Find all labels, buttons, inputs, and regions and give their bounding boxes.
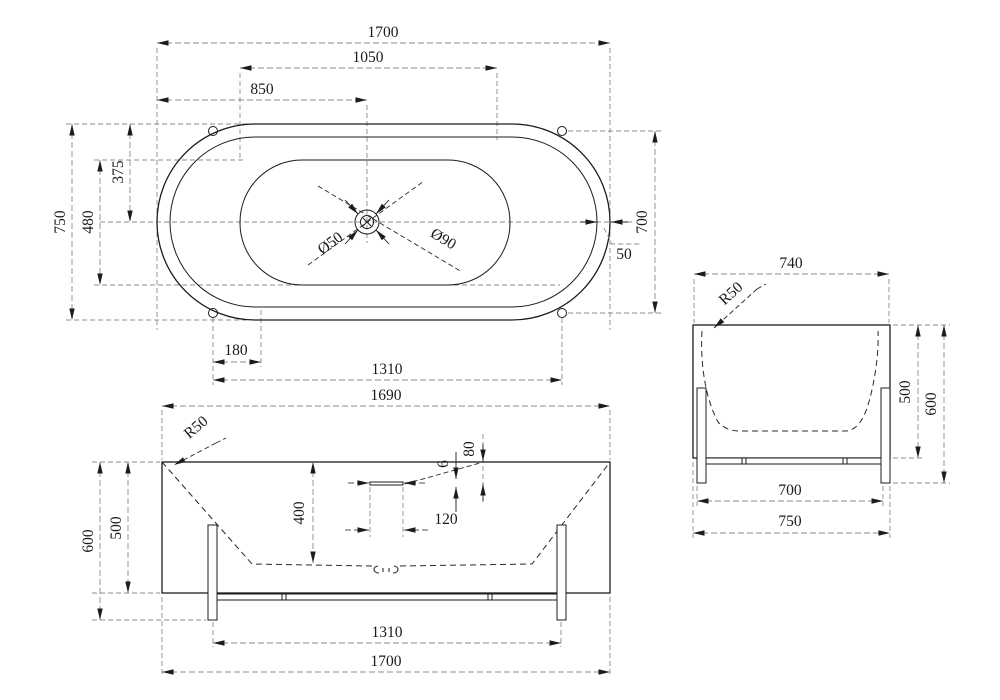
side-base-rail [705, 457, 882, 465]
dim-rim-width: 50 [616, 246, 632, 263]
overflow-slot [369, 481, 404, 486]
dim-side-corner-radius: R50 [716, 279, 747, 309]
dim-side-body-height: 500 [897, 380, 914, 404]
dim-front-corner-radius: R50 [181, 413, 212, 443]
drain-plan [307, 180, 463, 273]
tub-front-profile [161, 461, 611, 621]
top-view: 1700 1050 850 750 480 375 700 50 Ø50 Ø90… [52, 24, 662, 385]
dim-front-body-height: 500 [108, 516, 125, 540]
dim-overflow-from-top: 80 [461, 441, 478, 457]
dim-front-top-length: 1690 [371, 387, 402, 404]
front-view-dimension-labels: 1690 R50 600 500 400 6 80 120 1310 1700 [80, 387, 478, 670]
dim-basin-depth: 400 [291, 501, 308, 525]
tub-side-profile [692, 324, 891, 484]
dim-drain-from-left: 850 [250, 81, 274, 98]
front-right-leg [556, 524, 567, 621]
front-view-dimension-lines [97, 403, 610, 675]
dim-side-overall-width: 750 [778, 513, 802, 530]
dim-basin-length: 1050 [353, 49, 384, 66]
front-view: 1690 R50 600 500 400 6 80 120 1310 1700 [80, 387, 611, 676]
rim-hole [208, 308, 218, 318]
dim-drain-outer-dia: Ø90 [427, 225, 459, 253]
dim-basin-width: 480 [80, 210, 97, 234]
front-base-rail [216, 593, 558, 601]
dim-drain-inner-dia: Ø50 [315, 228, 347, 258]
dim-front-overall-length: 1700 [371, 653, 402, 670]
rim-hole [208, 126, 218, 136]
top-view-dimension-labels: 1700 1050 850 750 480 375 700 50 Ø50 Ø90… [52, 24, 651, 378]
front-left-leg [207, 524, 218, 621]
front-view-extension-lines [92, 410, 611, 676]
rim-hole [557, 308, 567, 318]
dim-side-top-width: 740 [779, 255, 803, 272]
rim-hole [557, 126, 567, 136]
basin-hidden-profile [161, 461, 611, 567]
dim-foot-spacing: 1310 [372, 361, 403, 378]
dim-overall-width: 750 [52, 210, 69, 234]
dim-hole-spacing: 700 [634, 210, 651, 234]
side-right-leg [880, 387, 891, 484]
side-view-extension-lines [692, 279, 950, 538]
dim-front-overall-height: 600 [80, 529, 97, 553]
drain-front-symbol [373, 565, 399, 574]
dim-overall-length: 1700 [368, 24, 399, 41]
dim-overflow-width: 120 [434, 511, 458, 528]
basin-hidden-profile-side [701, 330, 879, 432]
dim-half-width: 375 [110, 160, 127, 184]
dim-front-leg-spacing: 1310 [372, 624, 403, 641]
top-view-dimension-lines [69, 40, 658, 383]
dim-overflow-gap: 6 [435, 460, 452, 468]
dim-side-overall-height: 600 [923, 392, 940, 416]
side-left-leg [696, 387, 707, 484]
side-view-dimension-lines [693, 271, 947, 536]
dim-side-leg-span: 700 [778, 482, 802, 499]
side-view: 740 R50 500 600 700 750 [692, 255, 950, 538]
tub-plan-outline [156, 123, 611, 321]
dim-foot-offset: 180 [224, 342, 248, 359]
